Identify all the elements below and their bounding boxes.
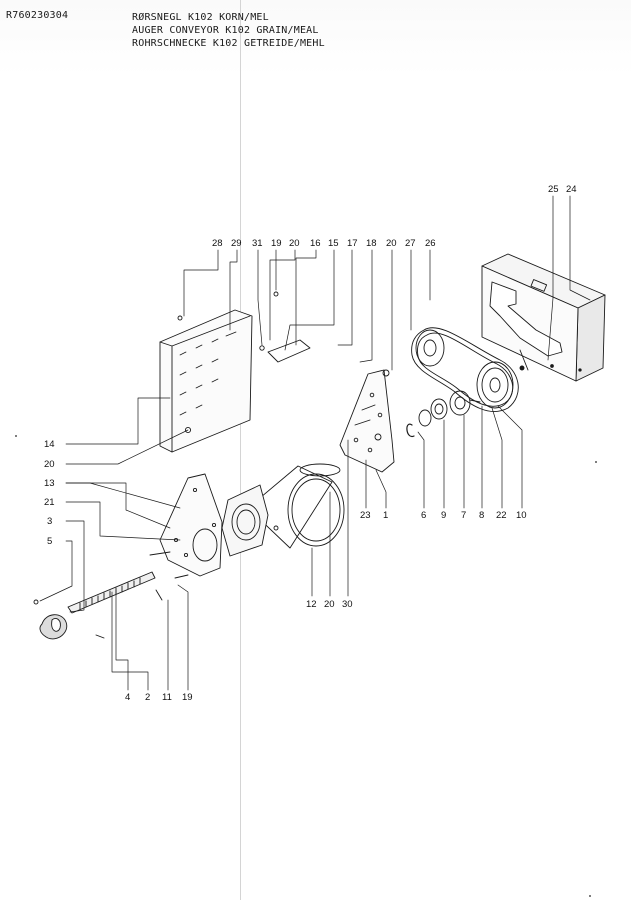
right-end-plate bbox=[339, 369, 395, 473]
callout-27: 27 bbox=[405, 238, 416, 249]
callout-18: 18 bbox=[366, 238, 377, 249]
callout-6: 6 bbox=[421, 510, 426, 521]
callout-labels: 25 24 28 29 31 19 20 16 15 17 18 20 27 2… bbox=[44, 184, 577, 703]
fold-line bbox=[240, 0, 241, 900]
callout-20-mid: 20 bbox=[324, 599, 335, 610]
left-end-plate bbox=[149, 473, 223, 579]
callout-20-top-a: 20 bbox=[289, 238, 300, 249]
callout-26: 26 bbox=[425, 238, 436, 249]
callout-23: 23 bbox=[360, 510, 371, 521]
callout-22: 22 bbox=[496, 510, 507, 521]
callout-13: 13 bbox=[44, 478, 55, 489]
callout-14: 14 bbox=[44, 439, 55, 450]
callout-28: 28 bbox=[212, 238, 223, 249]
callout-8: 8 bbox=[479, 510, 484, 521]
side-box bbox=[159, 291, 311, 453]
callout-31: 31 bbox=[252, 238, 263, 249]
scan-specks bbox=[15, 435, 597, 897]
callout-7: 7 bbox=[461, 510, 466, 521]
callout-9: 9 bbox=[441, 510, 446, 521]
title-danish: RØRSNEGL K102 KORN/MEL bbox=[132, 12, 269, 23]
callout-4: 4 bbox=[125, 692, 130, 703]
bearing-stack bbox=[406, 390, 481, 438]
title-english: AUGER CONVEYOR K102 GRAIN/MEAL bbox=[132, 25, 319, 36]
callout-20-top-b: 20 bbox=[386, 238, 397, 249]
callout-25: 25 bbox=[548, 184, 559, 195]
callout-17: 17 bbox=[347, 238, 358, 249]
belt-cover bbox=[481, 253, 606, 382]
title-german: ROHRSCHNECKE K102 GETREIDE/MEHL bbox=[132, 38, 325, 49]
callout-10: 10 bbox=[516, 510, 527, 521]
callout-15: 15 bbox=[328, 238, 339, 249]
callout-19-bottom: 19 bbox=[182, 692, 193, 703]
tube-housing bbox=[221, 463, 345, 557]
belt-drive bbox=[411, 327, 529, 412]
callout-24: 24 bbox=[566, 184, 577, 195]
callout-29: 29 bbox=[231, 238, 242, 249]
callout-3: 3 bbox=[47, 516, 52, 527]
callout-19: 19 bbox=[271, 238, 282, 249]
leader-lines bbox=[39, 195, 591, 691]
callout-11: 11 bbox=[162, 692, 172, 703]
callout-21: 21 bbox=[44, 497, 55, 508]
callout-12: 12 bbox=[306, 599, 317, 610]
callout-20-left: 20 bbox=[44, 459, 55, 470]
header-band bbox=[0, 0, 631, 76]
callout-16: 16 bbox=[310, 238, 321, 249]
part-number: R760230304 bbox=[6, 10, 69, 21]
callout-1: 1 bbox=[383, 510, 388, 521]
auger-shaft bbox=[33, 571, 163, 640]
callout-5: 5 bbox=[47, 536, 52, 547]
callout-30: 30 bbox=[342, 599, 353, 610]
callout-2: 2 bbox=[145, 692, 150, 703]
